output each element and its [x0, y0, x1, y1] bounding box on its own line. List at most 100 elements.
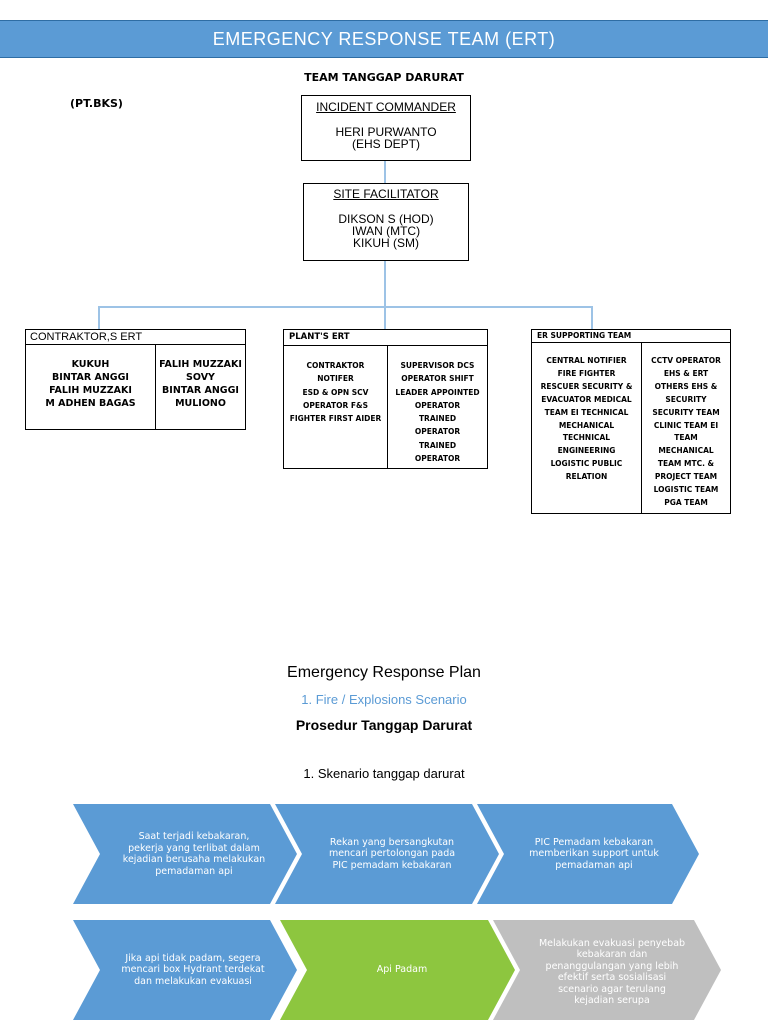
- flow-step-shape: [493, 920, 721, 1020]
- team-member: FALIH MUZZAKI: [159, 359, 242, 370]
- team-member: MULIONO: [175, 398, 226, 409]
- team-role: OPERATOR: [414, 427, 461, 437]
- team-member: BINTAR ANGGI: [52, 372, 129, 383]
- team-role: LOGISTIC PUBLIC: [550, 459, 623, 469]
- scenario-heading: 1. Fire / Explosions Scenario: [301, 692, 467, 707]
- column-divider: [155, 345, 156, 429]
- team-role: CLINIC TEAM EI: [653, 420, 719, 430]
- team-role: SECURITY: [665, 394, 707, 404]
- er-supporting-team-box: ER SUPPORTING TEAM CENTRAL NOTIFIER FIRE…: [531, 329, 731, 514]
- flow-step-line: kebakaran dan: [576, 949, 648, 960]
- plants-ert-right-column: SUPERVISOR DCS OPERATOR SHIFT LEADER APP…: [388, 359, 487, 465]
- flow-step-line: PIC pemadam kebakaran: [332, 859, 452, 871]
- team-member: M ADHEN BAGAS: [45, 398, 136, 409]
- team-role: RESCUER SECURITY &: [540, 381, 633, 391]
- team-role: OPERATOR SHIFT: [401, 374, 474, 384]
- team-role: CONTRAKTOR: [306, 361, 365, 370]
- flow-step-line: Api Padam: [376, 964, 428, 976]
- column-divider: [387, 346, 388, 468]
- team-role: TEAM EI TECHNICAL: [544, 407, 629, 417]
- flow-step-line: pemadaman api: [555, 859, 633, 871]
- flow-step-2-text: Rekan yang bersangkutan mencari pertolon…: [304, 812, 480, 896]
- team-role: TEAM: [674, 433, 698, 443]
- company-label: (PT.BKS): [70, 97, 123, 110]
- flow-chevrons: [73, 804, 721, 1020]
- team-role: PGA TEAM: [664, 497, 708, 507]
- incident-commander-name: HERI PURWANTO: [335, 125, 437, 139]
- flow-step-1-text: Saat terjadi kebakaran, pekerja yang ter…: [106, 812, 282, 896]
- team-role: OTHERS EHS &: [654, 381, 718, 391]
- team-role: RELATION: [565, 472, 608, 482]
- team-role: CENTRAL NOTIFIER: [546, 356, 627, 365]
- flow-step-line: PIC Pemadam kebakaran: [534, 836, 654, 848]
- flow-step-shape: [73, 804, 297, 904]
- procedure-heading: Prosedur Tanggap Darurat: [295, 717, 473, 733]
- team-member: BINTAR ANGGI: [162, 385, 239, 396]
- flow-step-line: scenario agar terulang: [558, 983, 666, 995]
- team-role: SECURITY TEAM: [652, 407, 720, 417]
- er-supporting-team-title: ER SUPPORTING TEAM: [532, 330, 730, 343]
- flow-step-3-text: PIC Pemadam kebakaran memberikan support…: [508, 812, 680, 896]
- team-role: MECHANICAL: [658, 446, 714, 456]
- connector-line: [384, 261, 386, 307]
- flow-step-shape: [275, 804, 499, 904]
- connector-line: [98, 306, 100, 330]
- flow-step-line: penanggulangan yang lebih: [545, 960, 679, 972]
- flow-step-line: Jika api tidak padam, segera: [125, 952, 261, 964]
- flow-step-line: efektif serta sosialisasi: [557, 972, 667, 983]
- flow-step-line: pemadaman api: [155, 865, 233, 877]
- contractors-ert-left-column: KUKUH BINTAR ANGGI FALIH MUZZAKI M ADHEN…: [26, 358, 155, 410]
- team-role: SUPERVISOR DCS: [400, 361, 475, 370]
- team-role: OPERATOR: [414, 454, 461, 464]
- flow-step-5-text: Api Padam: [312, 928, 492, 1012]
- flow-step-line: mencari pertolongan pada: [328, 848, 456, 860]
- team-role: LOGISTIC TEAM: [653, 485, 719, 495]
- plan-title: Emergency Response Plan: [287, 664, 481, 681]
- flow-step-line: Melakukan evakuasi penyebab: [538, 937, 686, 949]
- team-role: OPERATOR F&S: [303, 400, 368, 410]
- flow-step-line: Rekan yang bersangkutan: [329, 836, 455, 848]
- org-heading: TEAM TANGGAP DARURAT: [304, 71, 464, 84]
- team-role: CCTV OPERATOR: [651, 356, 721, 365]
- incident-commander-dept: (EHS DEPT): [351, 137, 420, 151]
- site-facilitator-member: KIKUH (SM): [353, 236, 419, 250]
- team-role: FIRE FIGHTER: [557, 368, 616, 378]
- team-role: TEAM MTC. &: [657, 459, 715, 469]
- flow-step-shape: [280, 920, 515, 1020]
- flow-step-line: Saat terjadi kebakaran,: [138, 831, 250, 842]
- flow-step-line: pekerja yang terlibat dalam: [128, 842, 260, 854]
- scenario-subheading: 1. Skenario tanggap darurat: [303, 766, 465, 781]
- team-role: LEADER APPOINTED: [395, 387, 480, 397]
- site-facilitator-box: SITE FACILITATOR DIKSON S (HOD) IWAN (MT…: [303, 183, 469, 261]
- contractors-ert-title: CONTRAKTOR,S ERT: [26, 330, 245, 345]
- incident-commander-title: INCIDENT COMMANDER: [316, 100, 456, 114]
- plants-ert-left-column: CONTRAKTOR NOTIFER ESD & OPN SCV OPERATO…: [284, 359, 387, 425]
- er-supporting-right-column: CCTV OPERATOR EHS & ERT OTHERS EHS & SEC…: [642, 355, 730, 510]
- connector-line: [98, 306, 592, 308]
- flow-step-line: mencari box Hydrant terdekat: [121, 964, 265, 976]
- team-role: MECHANICAL: [558, 420, 615, 430]
- flow-step-line: dan melakukan evakuasi: [134, 975, 252, 987]
- team-member: FALIH MUZZAKI: [49, 385, 132, 396]
- team-role: PROJECT TEAM: [654, 472, 718, 482]
- site-facilitator-member: IWAN (MTC): [351, 224, 421, 238]
- flow-step-4-text: Jika api tidak padam, segera mencari box…: [104, 928, 282, 1012]
- connector-line: [591, 306, 593, 330]
- team-role: ENGINEERING: [557, 446, 616, 456]
- connector-line: [384, 306, 386, 330]
- team-role: EVACUATOR MEDICAL: [541, 394, 632, 404]
- team-role: ESD & OPN SCV: [302, 387, 369, 397]
- incident-commander-box: INCIDENT COMMANDER HERI PURWANTO (EHS DE…: [301, 95, 471, 161]
- team-role: TRAINED: [418, 414, 457, 424]
- contractors-ert-right-column: FALIH MUZZAKI SOVY BINTAR ANGGI MULIONO: [156, 358, 245, 410]
- flow-step-shape: [477, 804, 699, 904]
- flow-step-shape: [73, 920, 297, 1020]
- team-member: KUKUH: [71, 359, 110, 370]
- flow-step-line: memberikan support untuk: [529, 848, 659, 860]
- team-role: NOTIFER: [317, 374, 354, 384]
- team-role: EHS & ERT: [663, 368, 709, 378]
- plants-ert-title: PLANT'S ERT: [284, 330, 487, 346]
- plants-ert-box: PLANT'S ERT CONTRAKTOR NOTIFER ESD & OPN…: [283, 329, 488, 469]
- column-divider: [641, 343, 642, 513]
- page-banner: EMERGENCY RESPONSE TEAM (ERT): [0, 20, 768, 58]
